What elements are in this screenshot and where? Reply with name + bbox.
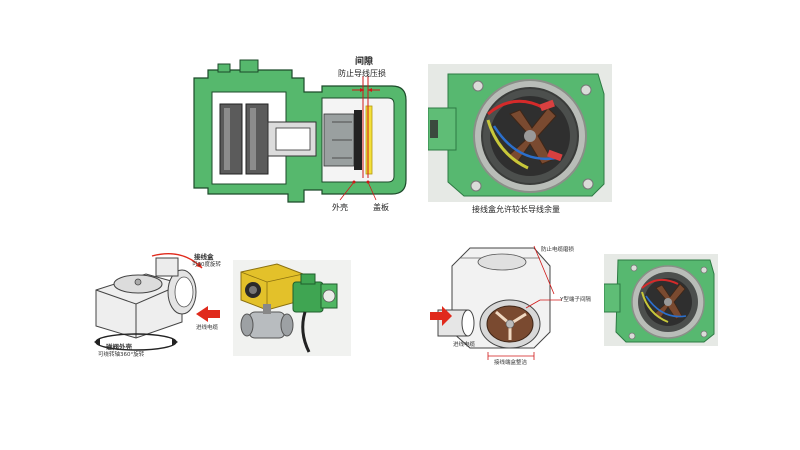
junction-box-photo [428, 64, 612, 202]
rotation-box-sublabel: 可90度旋转 [192, 262, 221, 268]
junction-box-photo-small [604, 254, 718, 346]
gap-subtitle: 防止导线压损 [338, 69, 386, 78]
junction-box-small-drawing [604, 259, 715, 343]
rotation-shell-sublabel: 可绕转轴360°旋转 [98, 352, 145, 358]
housing-label: 外壳 [332, 203, 348, 212]
cable-entry-diagram [430, 236, 590, 370]
cable-entry-label: 进线电缆 [453, 342, 476, 348]
cable-top-label: 防止电缆磨损 [541, 247, 575, 253]
section-view-drawing [193, 59, 407, 203]
cover-label: 盖板 [373, 203, 389, 212]
rotation-diagram [86, 250, 226, 360]
cable-bottom-label: 接线端盒整洁 [494, 360, 528, 366]
rotation-drawing [94, 253, 220, 351]
rotation-entry-label: 进线电缆 [196, 325, 219, 331]
junction-box-drawing [428, 64, 612, 202]
cable-right-label: Y型端子间隔 [560, 297, 591, 303]
cable-entry-drawing [430, 245, 562, 360]
actuator-valve-photo [233, 260, 351, 356]
junction-box-caption: 接线盒允许较长导线余量 [472, 205, 560, 214]
rotation-box-label: 接线盒 [194, 253, 214, 261]
gap-title: 间隙 [355, 57, 374, 67]
actuator-drawing [240, 263, 338, 353]
section-view-diagram [182, 52, 417, 222]
rotation-shell-label: 磁阀外壳 [106, 343, 132, 351]
